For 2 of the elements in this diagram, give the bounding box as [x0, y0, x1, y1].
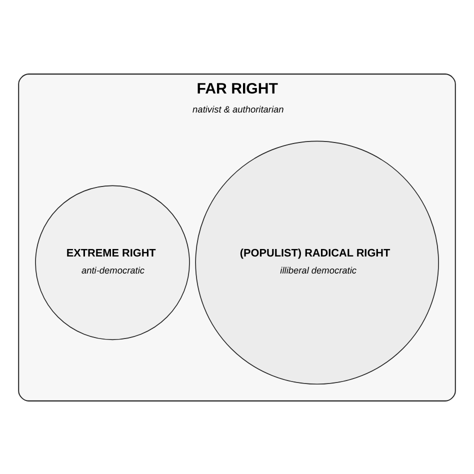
node-circle: (POPULIST) RADICAL RIGHT illiberal democratic	[195, 140, 439, 384]
node-circle: EXTREME RIGHT anti-democratic	[35, 184, 190, 340]
